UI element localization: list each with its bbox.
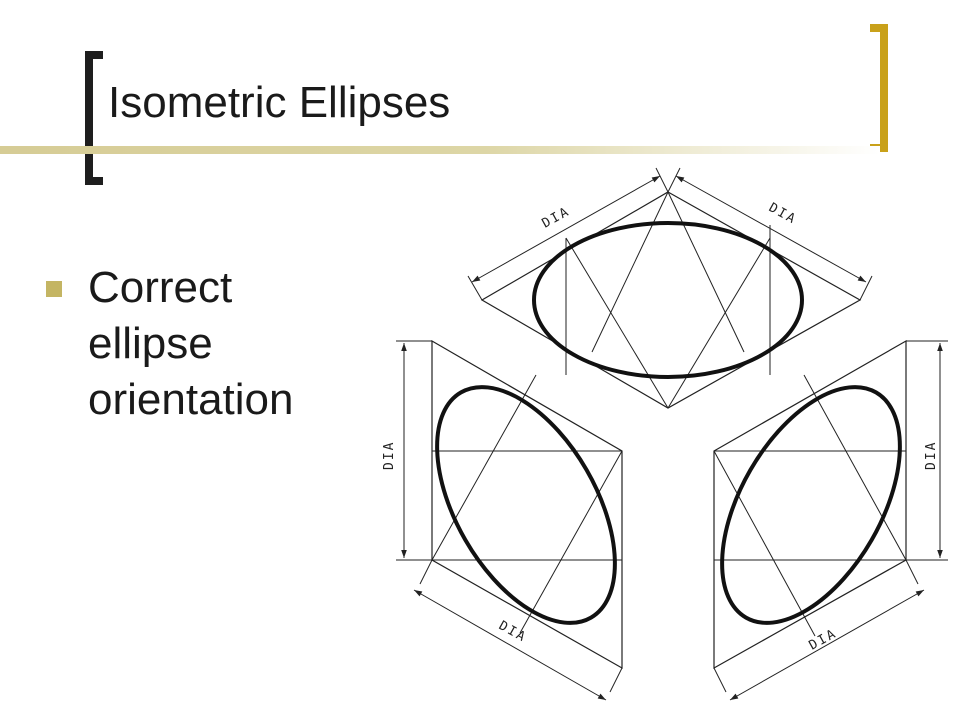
title-underline-bar [0, 146, 880, 154]
top-construction-line [667, 191, 745, 353]
top-left-dimension-arrow [471, 175, 661, 283]
left-construction-line [431, 374, 537, 561]
right-bottom-dimension-arrow [729, 589, 925, 701]
left-title-bracket [85, 51, 103, 185]
left-ext-line [609, 667, 623, 693]
top-face-construction: DIA DIA [467, 167, 873, 409]
top-right-dimension-arrow [675, 175, 867, 283]
top-left-dia-label: DIA [540, 204, 573, 231]
top-construction-line [591, 191, 669, 353]
top-isometric-ellipse [532, 221, 804, 379]
right-ext-line [713, 667, 727, 693]
top-ext-line [467, 275, 483, 301]
top-right-dia-label: DIA [766, 200, 799, 227]
right-vertical-dia-label: DIA [924, 441, 939, 470]
right-construction-line [803, 374, 907, 561]
left-construction-line [519, 450, 623, 634]
top-ext-line [667, 167, 681, 193]
left-bottom-dia-label: DIA [496, 618, 529, 645]
left-ext-line [419, 559, 433, 585]
bullet-square-icon [46, 281, 62, 297]
right-isometric-ellipse [720, 385, 902, 625]
left-vertical-dia-label: DIA [382, 441, 397, 470]
top-construction-line [565, 237, 669, 409]
right-ext-line [905, 559, 919, 585]
left-face-construction: DIA DIA [382, 339, 623, 701]
bullet-text: Correct ellipse orientation [88, 263, 294, 424]
left-bottom-dimension-arrow [413, 589, 607, 701]
slide-title: Isometric Ellipses [108, 78, 451, 127]
right-face-construction: DIA DIA [713, 339, 948, 701]
right-construction-line [713, 450, 816, 637]
top-construction-line [667, 237, 771, 409]
top-ext-line [859, 275, 873, 301]
left-isometric-ellipse [435, 385, 617, 625]
top-ext-line [655, 167, 669, 193]
